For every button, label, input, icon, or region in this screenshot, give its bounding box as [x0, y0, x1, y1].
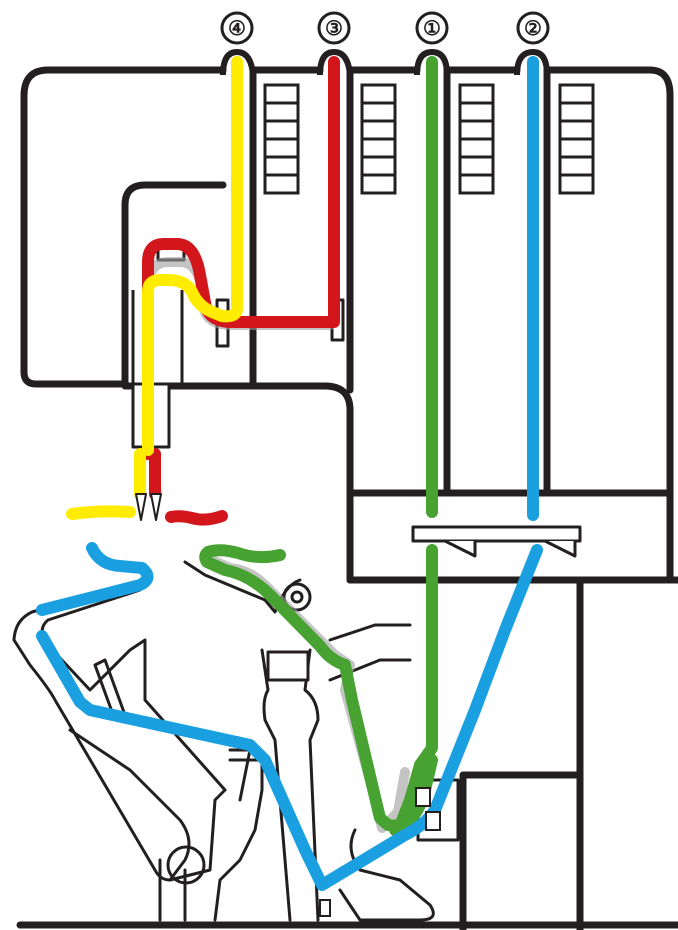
looper-thread-guides	[319, 787, 441, 917]
guide-hook-right	[544, 539, 577, 558]
upper-housing-outline	[20, 66, 227, 388]
lower-thread-guide	[411, 525, 582, 558]
threads	[36, 56, 543, 891]
looper-pivot	[166, 845, 206, 885]
lower-box-outline	[459, 771, 584, 930]
center-post	[260, 648, 320, 922]
guide-bar	[411, 525, 582, 543]
badge-label-4: ④	[228, 18, 246, 40]
looper-foot	[338, 828, 435, 922]
housing-right-outline	[249, 66, 674, 584]
badge-thread-2: ②	[516, 11, 550, 45]
thread-2-blue	[36, 56, 543, 891]
badge-thread-1: ①	[415, 11, 449, 45]
tension-dials	[263, 83, 595, 195]
badge-thread-4: ④	[220, 11, 254, 45]
tension-dial-4[interactable]	[263, 83, 300, 195]
badge-thread-3: ③	[317, 11, 351, 45]
badge-label-2: ②	[524, 18, 542, 40]
guide-hook-left	[444, 539, 477, 558]
needle-tips	[135, 493, 162, 521]
tension-dial-1[interactable]	[458, 83, 495, 195]
machine-body	[16, 66, 678, 930]
thread-4-yellow	[66, 56, 243, 520]
badge-label-1: ①	[423, 18, 441, 40]
tension-dial-2[interactable]	[558, 83, 595, 195]
upper-looper-eye-inner	[290, 590, 304, 604]
thread-number-badges: ④ ③ ① ②	[220, 11, 550, 45]
looper-arm-outer	[12, 576, 227, 882]
thread-entry-caps	[220, 48, 550, 76]
center-post-collar	[266, 650, 310, 682]
looper-body	[68, 728, 191, 882]
thread-1-green	[199, 56, 438, 836]
tension-dial-3[interactable]	[360, 83, 397, 195]
lower-looper-mechanism	[12, 576, 264, 922]
badge-label-3: ③	[325, 18, 343, 40]
